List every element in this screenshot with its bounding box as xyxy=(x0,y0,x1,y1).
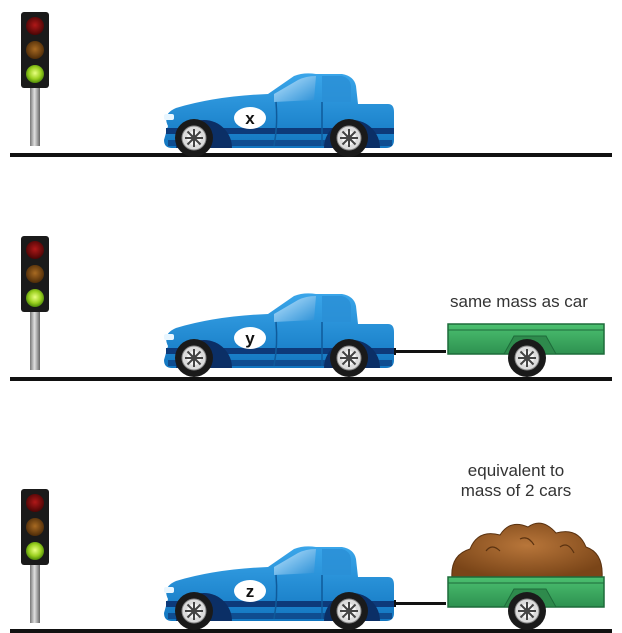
front-wheel xyxy=(175,592,213,630)
trailer-wheel xyxy=(508,339,546,377)
annotation-line: equivalent to xyxy=(436,461,596,481)
rear-wheel xyxy=(330,592,368,630)
car-label: z xyxy=(246,582,255,601)
scene-z: z equivalent to mass of 2 cars xyxy=(0,455,622,633)
scene-y: y same mass as car xyxy=(0,220,622,400)
trailer-annotation: same mass as car xyxy=(450,292,588,312)
front-wheel xyxy=(175,119,213,157)
car-label: x xyxy=(245,109,255,128)
annotation-line: same mass as car xyxy=(450,292,588,312)
tow-hitch xyxy=(390,600,446,607)
road xyxy=(10,377,612,381)
car-label: y xyxy=(245,329,255,348)
tow-hitch xyxy=(390,348,446,355)
annotation-line: mass of 2 cars xyxy=(436,481,596,501)
front-wheel xyxy=(175,339,213,377)
traffic-light xyxy=(21,489,49,623)
traffic-light xyxy=(21,12,49,146)
road xyxy=(10,629,612,633)
traffic-light xyxy=(21,236,49,370)
road xyxy=(10,153,612,157)
trailer-annotation: equivalent to mass of 2 cars xyxy=(436,461,596,501)
trailer-load xyxy=(452,523,602,579)
rear-wheel xyxy=(330,339,368,377)
scene-x: x xyxy=(0,0,622,180)
scene-x-drawing: x xyxy=(0,0,622,180)
rear-wheel xyxy=(330,119,368,157)
trailer-wheel xyxy=(508,592,546,630)
